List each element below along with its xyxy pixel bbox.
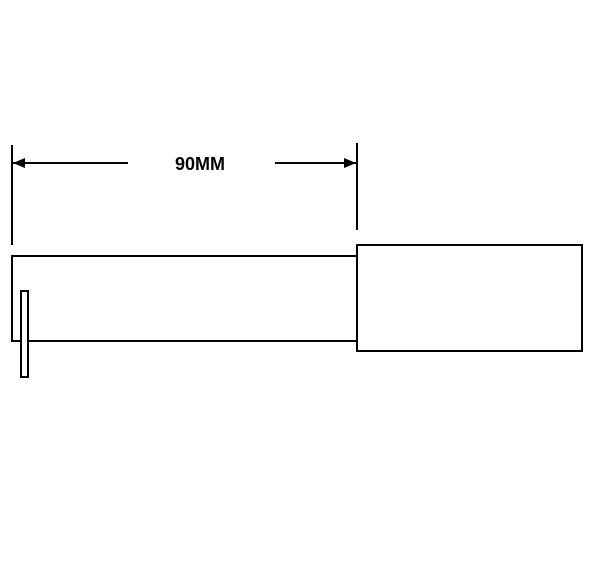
dimension-label: 90MM	[175, 154, 225, 174]
tool-handle	[356, 244, 583, 352]
tool-shaft	[11, 255, 359, 342]
cross-pin	[20, 290, 29, 378]
